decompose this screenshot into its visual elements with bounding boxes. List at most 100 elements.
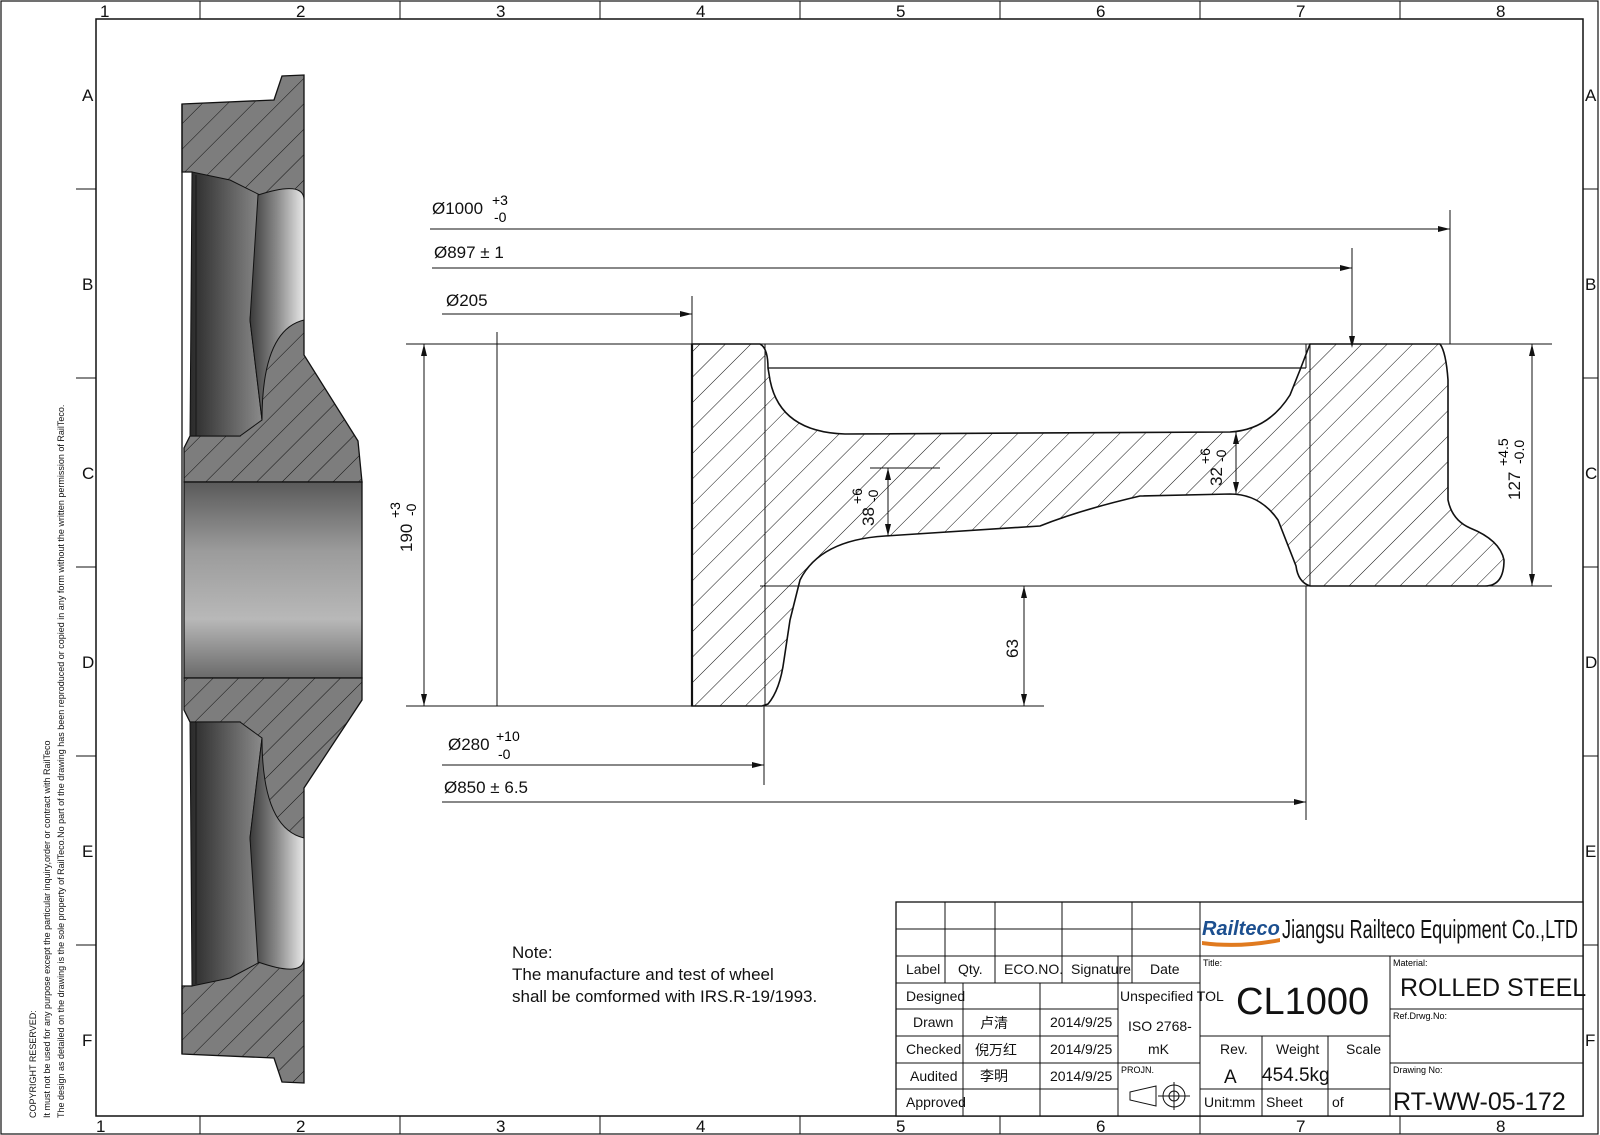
rev-value: A	[1224, 1067, 1237, 1088]
dim-32-value: 32	[1207, 467, 1226, 486]
signer-name: 卢清	[980, 1015, 1008, 1031]
weight-label: Weight	[1276, 1041, 1319, 1057]
column-label: 3	[496, 1117, 505, 1135]
sheet-label: Sheet	[1266, 1094, 1303, 1110]
copyright-line: It must not be used for any purpose exce…	[42, 740, 52, 1118]
note-title: Note:	[512, 943, 553, 962]
unit-label: Unit:	[1204, 1094, 1233, 1110]
signer-name: 李明	[980, 1068, 1008, 1084]
weight-value: 454.5kg	[1262, 1065, 1330, 1086]
material-label: Material:	[1393, 958, 1428, 968]
dim-127-tol-upper: +4.5	[1495, 438, 1511, 466]
row-label: F	[1585, 1031, 1595, 1050]
row-label: C	[1585, 464, 1597, 483]
title-block: Railteco Jiangsu Railteco Equipment Co.,…	[895, 901, 1586, 1117]
role-label: Drawn	[913, 1014, 953, 1030]
ref-drawing-label: Ref.Drwg.No:	[1393, 1011, 1447, 1021]
row-label: C	[82, 464, 94, 483]
material-value: ROLLED STEEL	[1400, 974, 1586, 1002]
wheel-side-view	[181, 74, 363, 1084]
copyright-notice: COPYRIGHT RESERVED: It must not be used …	[28, 405, 66, 1118]
dim-32-tol-lower: -0	[1213, 449, 1229, 462]
row-label: A	[82, 86, 94, 105]
scale-label: Scale	[1346, 1041, 1381, 1057]
dimension-labels: Ø1000 +3 -0 Ø897 ± 1 Ø205 Ø280 +10 -0 Ø8…	[387, 192, 1527, 797]
row-label: A	[1585, 86, 1597, 105]
dim-205-value: Ø205	[446, 291, 488, 310]
dim-127-value: 127	[1505, 472, 1524, 500]
unspecified-tol-label: Unspecified TOL	[1120, 988, 1224, 1004]
dim-38-tol-upper: +6	[849, 488, 865, 504]
column-label: 5	[896, 2, 905, 21]
note-line: shall be comformed with IRS.R-19/1993.	[512, 987, 817, 1006]
sign-date: 2014/9/25	[1050, 1041, 1112, 1057]
header-eco: ECO.NO.	[1004, 961, 1063, 977]
dim-38-tol-lower: -0	[865, 489, 881, 502]
header-date: Date	[1150, 961, 1180, 977]
note-block: Note: The manufacture and test of wheel …	[512, 943, 817, 1006]
column-label: 7	[1296, 2, 1305, 21]
of-label: of	[1332, 1094, 1344, 1110]
column-label: 3	[496, 2, 505, 21]
title-label: Title:	[1203, 958, 1222, 968]
row-label: D	[82, 653, 94, 672]
role-label: Approved	[906, 1094, 966, 1110]
company-name: Jiangsu Railteco Equipment Co.,LTD	[1282, 914, 1578, 944]
header-label: Label	[906, 961, 940, 977]
column-label: 8	[1496, 1117, 1505, 1135]
column-label: 7	[1296, 1117, 1305, 1135]
drawing-no-value: RT-WW-05-172	[1393, 1088, 1566, 1116]
dim-38-value: 38	[859, 507, 878, 526]
column-label: 4	[696, 2, 705, 21]
part-title: CL1000	[1236, 981, 1369, 1023]
dim-1000-tol-lower: -0	[494, 209, 507, 225]
role-label: Checked	[906, 1041, 961, 1057]
row-label: B	[82, 275, 93, 294]
row-label: E	[1585, 842, 1596, 861]
dim-63-value: 63	[1003, 639, 1022, 658]
railteco-logo: Railteco	[1202, 918, 1280, 947]
role-label: Designed	[906, 988, 965, 1004]
dim-1000-value: Ø1000	[432, 199, 483, 218]
row-label: B	[1585, 275, 1596, 294]
sign-date: 2014/9/25	[1050, 1068, 1112, 1084]
dim-850-value: Ø850 ± 6.5	[444, 778, 528, 797]
dim-127-tol-lower: -0.0	[1511, 440, 1527, 464]
drawing-no-label: Drawing No:	[1393, 1065, 1443, 1075]
dimensions	[421, 210, 1535, 820]
sign-date: 2014/9/25	[1050, 1014, 1112, 1030]
column-label: 5	[896, 1117, 905, 1135]
copyright-line: The design as detailed on the drawing is…	[56, 405, 66, 1118]
proj-label: PROJN.	[1121, 1065, 1154, 1075]
row-label: D	[1585, 653, 1597, 672]
dim-1000-tol-upper: +3	[492, 192, 508, 208]
dim-897-value: Ø897 ± 1	[434, 243, 504, 262]
column-label: 4	[696, 1117, 705, 1135]
column-label: 2	[296, 2, 305, 21]
column-label: 6	[1096, 2, 1105, 21]
column-label: 2	[296, 1117, 305, 1135]
column-label: 8	[1496, 2, 1505, 21]
column-label: 1	[96, 1117, 105, 1135]
column-label: 6	[1096, 1117, 1105, 1135]
tol-standard: ISO 2768-	[1128, 1018, 1192, 1034]
unit-value: mm	[1232, 1094, 1255, 1110]
dim-190-tol-lower: -0	[403, 503, 419, 516]
signer-name: 倪万红	[975, 1042, 1017, 1058]
note-line: The manufacture and test of wheel	[512, 965, 774, 984]
header-signature: Signature	[1071, 961, 1131, 977]
dim-190-value: 190	[397, 524, 416, 552]
wheel-cross-section	[406, 332, 1552, 707]
rev-label: Rev.	[1220, 1041, 1248, 1057]
row-label: E	[82, 842, 93, 861]
dim-280-tol-lower: -0	[498, 746, 511, 762]
copyright-title: COPYRIGHT RESERVED:	[28, 1010, 38, 1118]
dim-190-tol-upper: +3	[387, 502, 403, 518]
row-label: F	[82, 1031, 92, 1050]
header-qty: Qty.	[958, 961, 983, 977]
dim-32-tol-upper: +6	[1197, 448, 1213, 464]
dim-280-value: Ø280	[448, 735, 490, 754]
role-label: Audited	[910, 1068, 957, 1084]
